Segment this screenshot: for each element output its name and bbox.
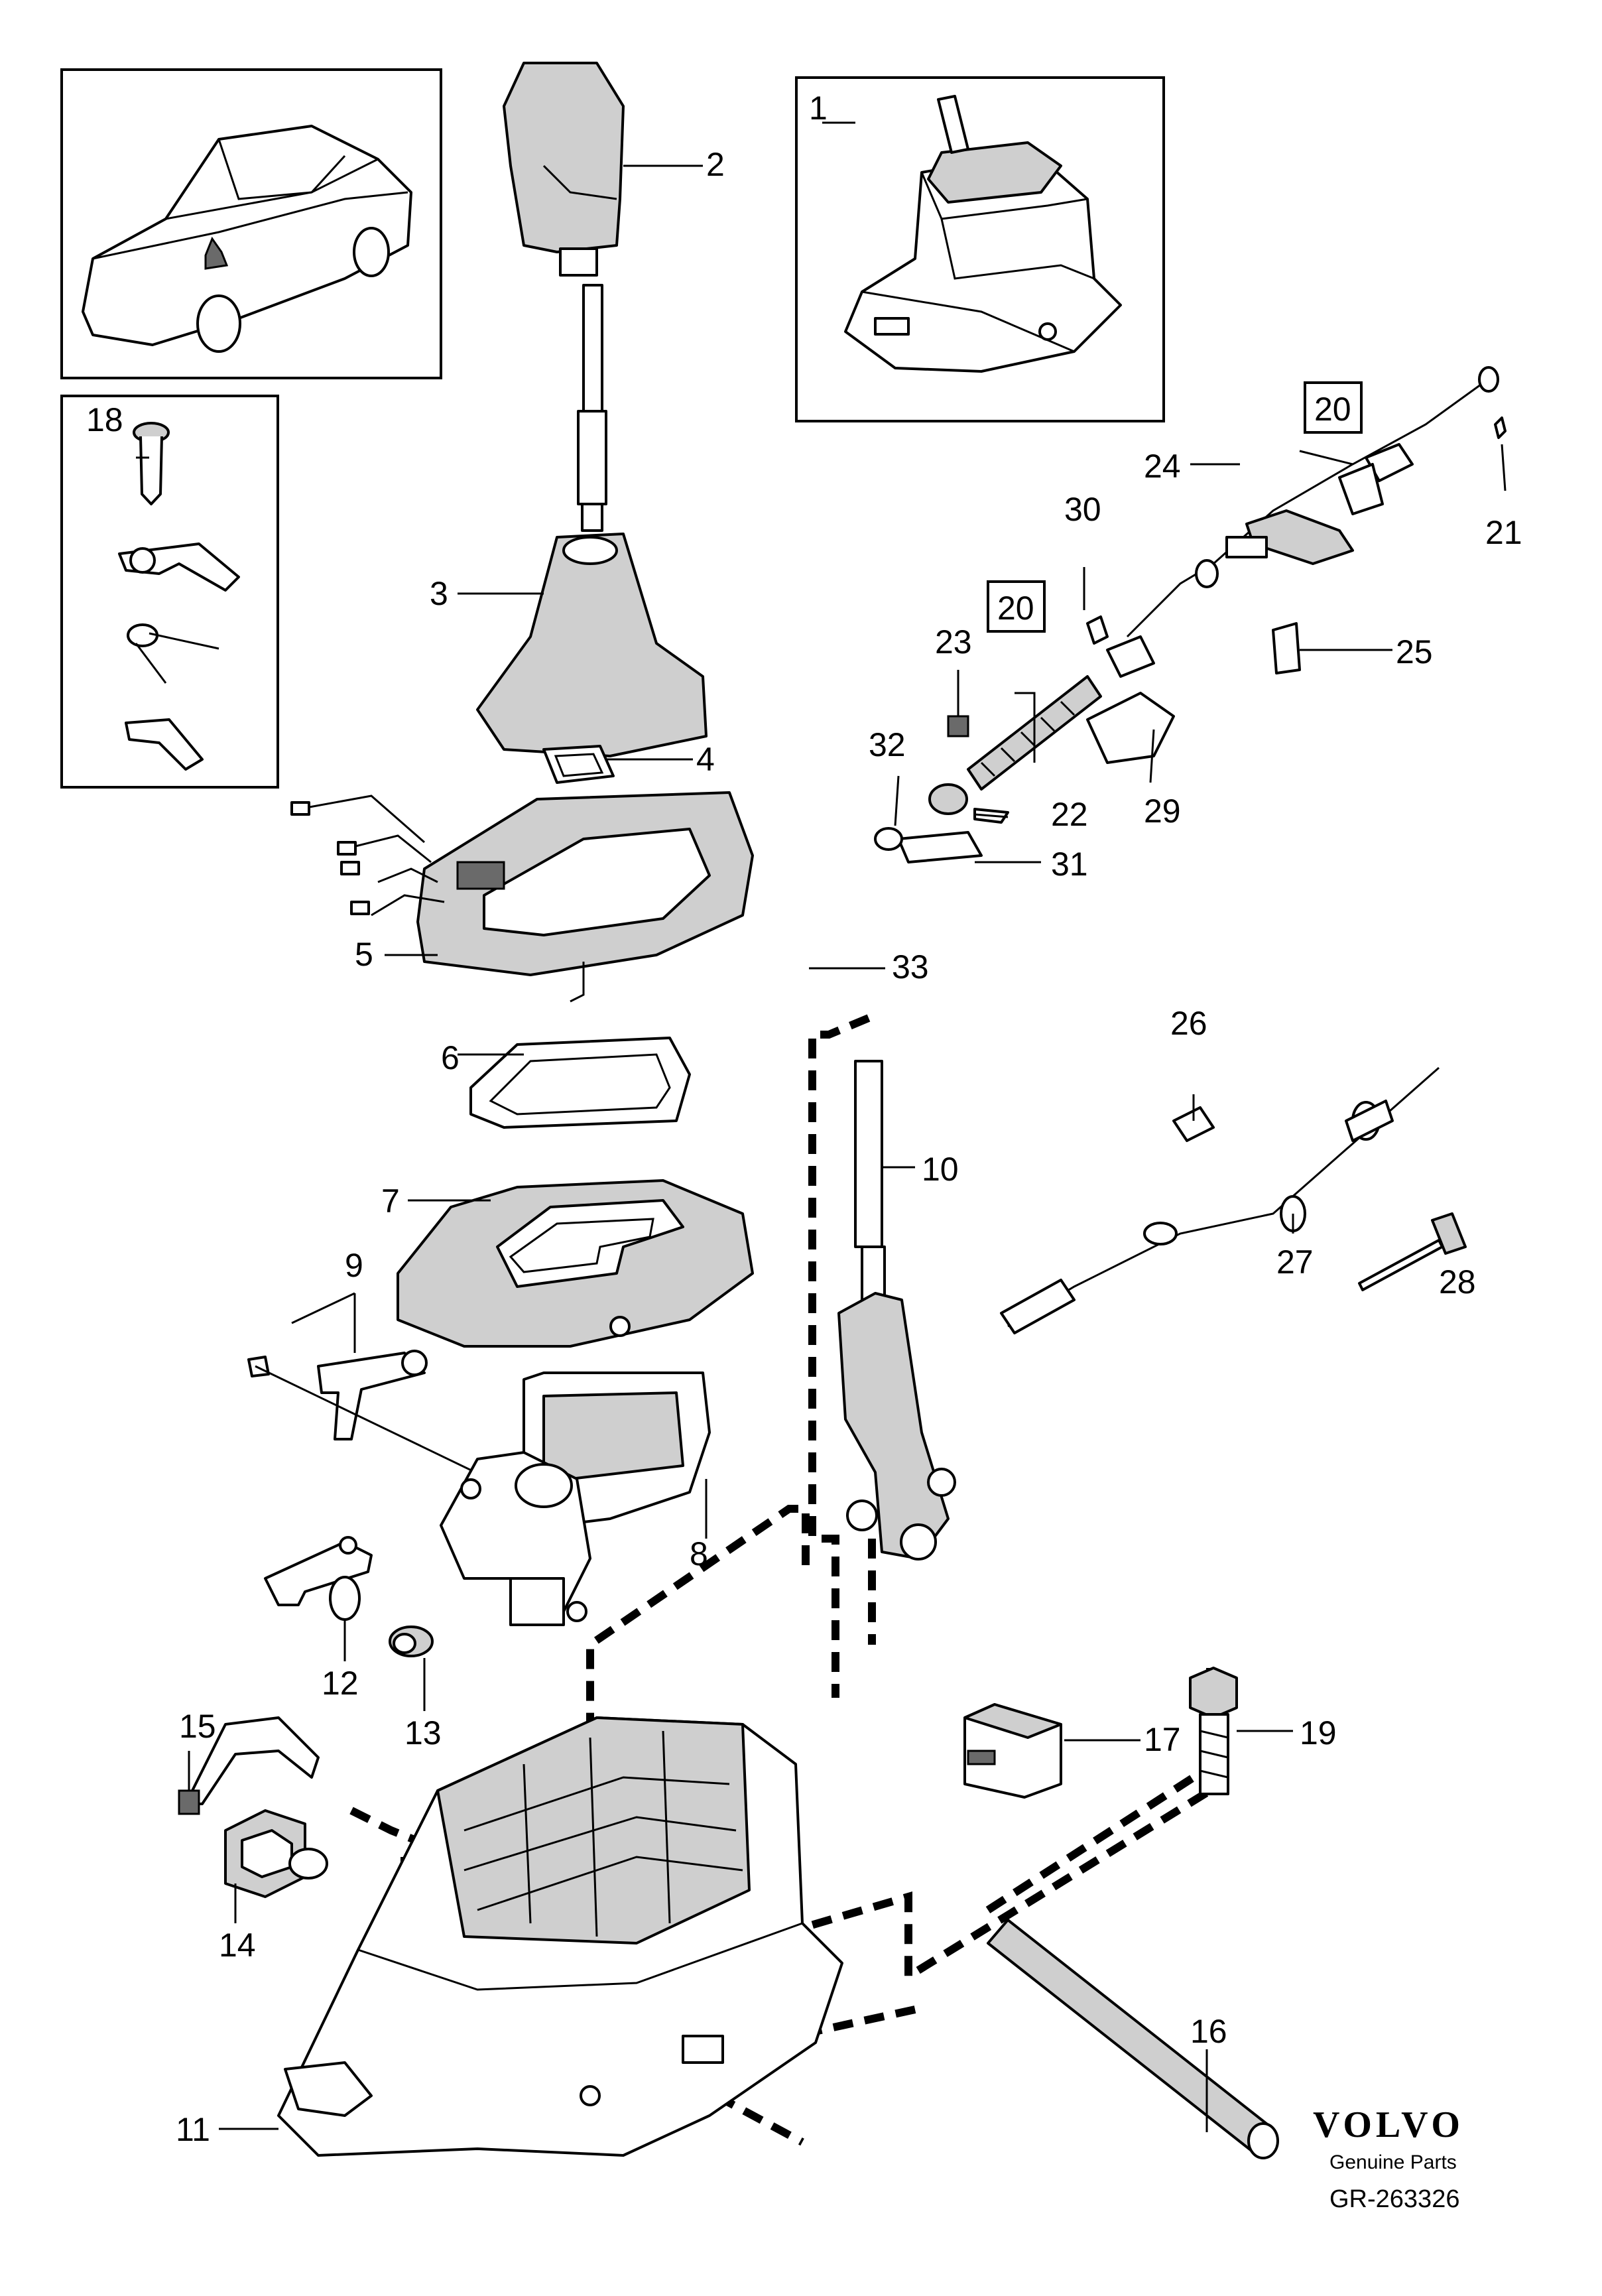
electrical-connector <box>963 1703 1062 1799</box>
gear-lever-boot <box>476 533 708 757</box>
callout-labels: 1 2 3 4 5 6 7 8 9 10 11 12 13 14 15 16 1… <box>86 90 1522 2148</box>
callout-27: 27 <box>1276 1244 1314 1281</box>
callout-33: 33 <box>892 948 929 986</box>
callout-6: 6 <box>441 1039 460 1076</box>
callout-32: 32 <box>869 726 906 763</box>
car-icon <box>82 125 412 353</box>
gear-knob <box>503 62 625 532</box>
callout-25: 25 <box>1396 633 1433 670</box>
callout-20-upper: 20 <box>1314 391 1351 428</box>
volvo-branding: VOLVO Genuine Parts GR-263326 <box>1313 2104 1464 2213</box>
callout-4: 4 <box>696 741 715 778</box>
assembly-inset <box>795 76 1165 422</box>
detent-roller <box>389 1626 434 1657</box>
callout-17: 17 <box>1144 1721 1181 1758</box>
detent-lever <box>264 1536 373 1621</box>
shift-cable-assembly <box>874 366 1507 863</box>
callout-20-lower: 20 <box>997 590 1034 627</box>
callout-11: 11 <box>176 2111 210 2148</box>
callout-2: 2 <box>706 146 725 183</box>
callout-29: 29 <box>1144 793 1181 830</box>
brand-logo: VOLVO <box>1313 2104 1464 2145</box>
shift-gate-plate <box>397 1179 754 1348</box>
callout-21: 21 <box>1485 514 1522 551</box>
callout-8: 8 <box>690 1535 708 1572</box>
lock-detail-inset <box>60 395 279 789</box>
callout-20-lower-box: 20 <box>987 580 1046 633</box>
callout-3: 3 <box>430 575 448 612</box>
cable-27 <box>1000 1066 1467 1334</box>
callout-20-upper-box: 20 <box>1304 381 1363 434</box>
callout-leaders <box>136 121 1507 2132</box>
callout-13: 13 <box>404 1714 442 1752</box>
position-switch <box>224 1809 328 1898</box>
selector-housing <box>440 1371 711 1626</box>
callout-23: 23 <box>935 623 972 661</box>
diagram-code: GR-263326 <box>1329 2185 1459 2213</box>
callout-16: 16 <box>1190 2013 1227 2050</box>
lever-arm <box>247 1350 531 1500</box>
gear-selector-base <box>277 1716 843 2157</box>
callout-19: 19 <box>1300 1714 1337 1752</box>
car-location-inset <box>60 68 442 379</box>
gasket-ring <box>542 745 615 784</box>
lock-pin-icon <box>118 422 240 771</box>
callout-18: 18 <box>86 401 123 438</box>
bolt <box>1189 1667 1238 1795</box>
genuine-parts-label: Genuine Parts <box>1329 2151 1457 2173</box>
callout-22: 22 <box>1051 796 1088 833</box>
callout-15: 15 <box>179 1708 216 1745</box>
complete-gear-selector-icon <box>844 95 1122 373</box>
callout-9: 9 <box>345 1247 363 1284</box>
callout-14: 14 <box>219 1927 256 1964</box>
selector-cover-panel <box>290 791 754 1003</box>
tube <box>987 1919 1279 2159</box>
callout-26: 26 <box>1170 1005 1207 1042</box>
callout-12: 12 <box>322 1665 359 1702</box>
callout-5: 5 <box>355 936 373 973</box>
callout-10: 10 <box>922 1151 959 1188</box>
shift-rod-lever <box>837 1060 956 1561</box>
callout-7: 7 <box>381 1182 400 1220</box>
callout-28: 28 <box>1439 1263 1476 1301</box>
callout-30: 30 <box>1064 491 1101 528</box>
inner-frame <box>469 1037 691 1129</box>
callout-1: 1 <box>809 90 828 127</box>
callout-31: 31 <box>1051 846 1088 883</box>
wire-bracket <box>178 1716 320 1815</box>
callout-24: 24 <box>1144 448 1181 485</box>
